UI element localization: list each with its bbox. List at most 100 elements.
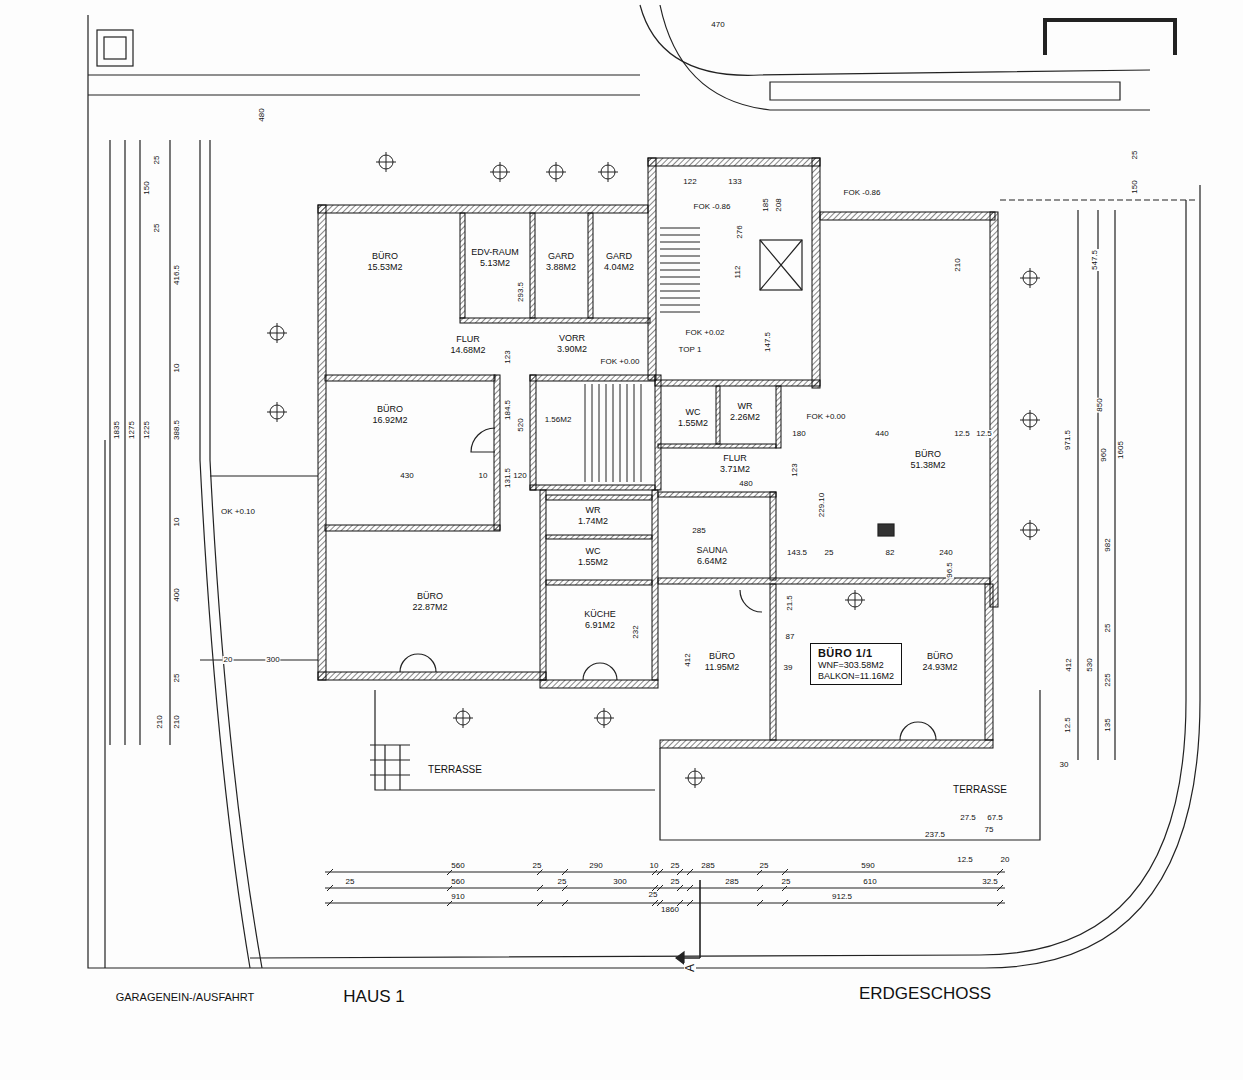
light-marker — [267, 402, 287, 422]
dimension-label: 25 — [345, 878, 356, 886]
room-name: BÜRO — [367, 251, 402, 262]
terrace-outline — [375, 690, 655, 790]
walls — [318, 158, 998, 748]
room-area: 6.64M2 — [696, 556, 727, 567]
dimension-label: 480 — [258, 107, 266, 122]
wall — [318, 205, 326, 680]
dimension-label: 25 — [173, 673, 181, 684]
dimension-label: 180 — [791, 430, 806, 438]
light-marker — [546, 162, 566, 182]
ramp-edge — [640, 5, 1150, 75]
room-area: BALKON=11.16M2 — [818, 671, 894, 682]
room-area: 51.38M2 — [910, 460, 945, 471]
room-area: 3.88M2 — [546, 262, 576, 273]
room-area: 2.26M2 — [730, 412, 760, 423]
dimension-label: 12.5 — [975, 430, 993, 438]
dimension-label: 416.5 — [173, 264, 181, 286]
room-label: GARD3.88M2 — [545, 251, 577, 273]
light-marker-cross — [546, 162, 566, 182]
stair-tread — [592, 384, 593, 482]
dimension-label: 143.5 — [786, 549, 808, 557]
dimension-label: 1225 — [143, 420, 151, 440]
wall — [325, 375, 495, 381]
light-marker — [845, 590, 865, 610]
room-name: WR — [730, 401, 760, 412]
dimension-tick — [562, 869, 568, 875]
dimension-label: 240 — [938, 549, 953, 557]
dimension-label: 229.10 — [818, 492, 826, 518]
dimension-line — [1078, 210, 1115, 760]
light-marker — [594, 708, 614, 728]
plan-caption: ERDGESCHOSS — [858, 985, 992, 1002]
stair-tread — [627, 384, 628, 482]
dimension-label: 560 — [450, 878, 465, 886]
dimension-label: 12.5 — [953, 430, 971, 438]
dimension-tick — [997, 869, 1003, 875]
dimension-label: 850 — [1096, 397, 1104, 412]
room-area: 6.91M2 — [584, 620, 616, 631]
room-label: GARD4.04M2 — [603, 251, 635, 273]
dimension-tick — [757, 885, 763, 891]
dimension-label: 135 — [1104, 717, 1112, 732]
light-marker-cross — [376, 152, 396, 172]
dimension-label: 412 — [1065, 657, 1073, 672]
dimension-label: 25 — [153, 155, 161, 166]
dimension-label: 208 — [775, 197, 783, 212]
dimension-label: 25 — [1104, 623, 1112, 634]
light-marker — [1020, 410, 1040, 430]
dimension-label: 185 — [762, 197, 770, 212]
light-marker-cross — [845, 590, 865, 610]
dimension-label: 971.5 — [1064, 429, 1072, 451]
dimension-label: 112 — [734, 265, 742, 280]
light-marker-cross — [598, 162, 618, 182]
dimension-label: 150 — [1131, 179, 1139, 194]
curb-line — [250, 200, 1186, 958]
dimension-label: 910 — [450, 893, 465, 901]
dimension-label: 39 — [783, 664, 794, 672]
room-label: BÜRO11.95M2 — [704, 651, 740, 673]
light-marker-cross — [453, 708, 473, 728]
stair-tread — [660, 263, 700, 264]
plan-caption: GARAGENEIN-/AUSFAHRT — [115, 992, 256, 1003]
section-marker — [684, 880, 700, 958]
dimension-label: 225 — [1104, 672, 1112, 687]
wall — [546, 535, 652, 539]
dimension-label: 25 — [153, 223, 161, 234]
stair-tread — [660, 284, 700, 285]
room-area: 24.93M2 — [922, 662, 957, 673]
room-label: BÜRO15.53M2 — [366, 251, 403, 273]
light-marker-cross — [1020, 268, 1040, 288]
wall — [820, 212, 995, 220]
dimension-label: 1835 — [113, 420, 121, 440]
room-area: 5.13M2 — [471, 258, 519, 269]
dimension-tick — [687, 885, 693, 891]
dimension-label: 133 — [727, 178, 742, 186]
wall — [588, 213, 593, 318]
dimension-label: 27.5 — [959, 814, 977, 822]
dimension-label: TOP 1 — [678, 346, 703, 354]
wall — [318, 672, 546, 680]
room-area: 4.04M2 — [604, 262, 634, 273]
dimension-label: 1605 — [1117, 440, 1125, 460]
dimension-label: 10 — [173, 363, 181, 374]
wall — [658, 492, 776, 497]
room-name: BÜRO — [910, 449, 945, 460]
driveway-edge — [104, 440, 105, 968]
room-area: 1.55M2 — [678, 418, 708, 429]
wall — [460, 318, 650, 323]
dimension-label: 388.5 — [173, 419, 181, 441]
dimension-label: 480 — [738, 480, 753, 488]
room-label: EDV-RAUM5.13M2 — [470, 247, 520, 269]
lift-shaft — [760, 240, 802, 290]
room-name: BÜRO — [412, 591, 447, 602]
wall — [660, 740, 993, 748]
dimension-tick — [562, 900, 568, 906]
wall — [318, 205, 648, 213]
room-label: BÜRO51.38M2 — [909, 449, 946, 471]
dimension-line — [325, 872, 1005, 903]
dimension-label: OK +0.10 — [220, 508, 256, 516]
terrace-steps — [370, 745, 410, 790]
stair-tread — [606, 384, 607, 482]
dimension-label: 412 — [684, 652, 692, 667]
stair-tread — [660, 256, 700, 257]
